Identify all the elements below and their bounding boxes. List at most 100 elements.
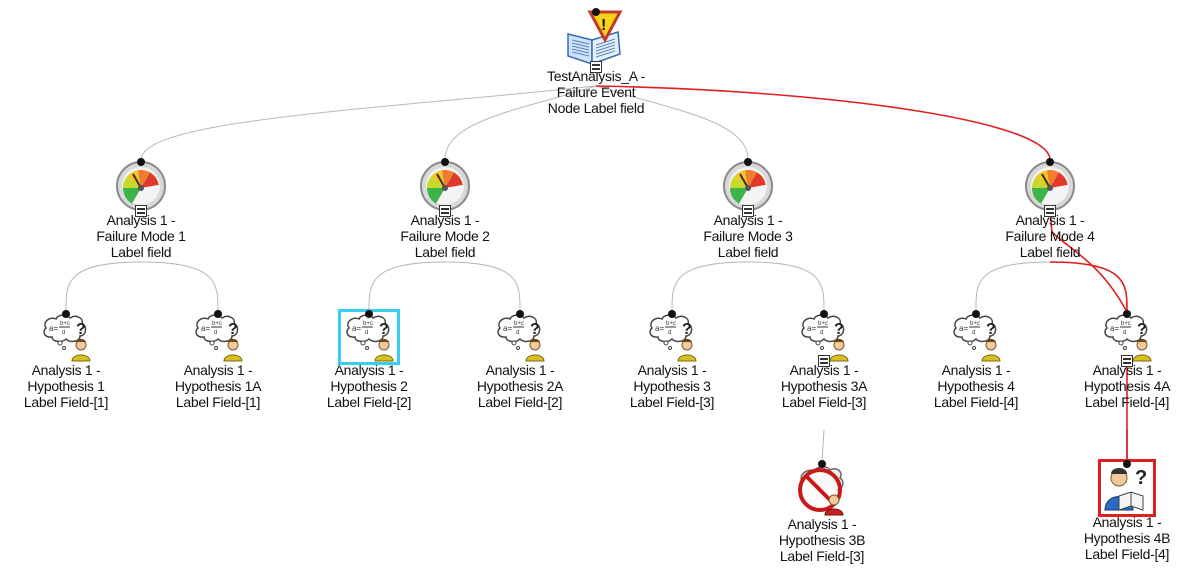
connector-line <box>821 429 825 463</box>
node-label-line: Failure Mode 3 <box>703 228 793 244</box>
connector-dot <box>820 310 828 318</box>
connector-dot <box>744 158 752 166</box>
node-label-line: Hypothesis 4B <box>1083 530 1171 546</box>
connector-line <box>65 261 142 313</box>
hypothesis-reader-icon[interactable]: ? <box>1098 459 1156 517</box>
node-label-line: Analysis 1 - <box>31 362 101 378</box>
connector-line <box>671 261 749 313</box>
node-label-line: Label Field-[1] <box>23 394 109 410</box>
collapse-toggle-icon[interactable] <box>1044 204 1056 217</box>
node-label-line: Analysis 1 - <box>410 212 480 228</box>
connector-dot <box>62 310 70 318</box>
connector-dot <box>137 158 145 166</box>
svg-text:a=: a= <box>352 324 361 333</box>
node-label-line: Hypothesis 4 <box>937 378 1015 394</box>
connector-line <box>595 85 749 161</box>
node-label-line: Node Label field <box>547 100 645 116</box>
node-label-line: Analysis 1 - <box>485 362 555 378</box>
connector-dot <box>972 310 980 318</box>
svg-text:a=: a= <box>503 324 512 333</box>
svg-text:b+c: b+c <box>60 321 70 327</box>
connector-line <box>444 85 597 161</box>
connector-dot <box>1123 310 1131 318</box>
node-label-line: Analysis 1 - <box>1015 212 1085 228</box>
svg-text:!: ! <box>601 17 606 34</box>
svg-text:b+c: b+c <box>666 321 676 327</box>
node-label-line: Label Field-[4] <box>933 394 1019 410</box>
collapse-toggle-icon[interactable] <box>742 204 754 217</box>
node-label-line: Hypothesis 3B <box>778 532 866 548</box>
svg-text:d: d <box>62 330 65 336</box>
hypothesis-rejected-icon[interactable] <box>794 460 850 516</box>
node-label-line: Label Field-[1] <box>175 394 261 410</box>
svg-text:d: d <box>365 330 368 336</box>
node-label-line: Analysis 1 - <box>183 362 253 378</box>
node-label-line: Hypothesis 1 <box>27 378 105 394</box>
warning-book-icon[interactable]: ! <box>564 8 628 73</box>
svg-text:b+c: b+c <box>363 321 373 327</box>
gauge-icon[interactable] <box>115 158 167 217</box>
node-label-line: Label field <box>110 244 172 260</box>
svg-text:d: d <box>668 330 671 336</box>
collapse-toggle-icon[interactable] <box>818 354 830 367</box>
collapse-toggle-icon[interactable] <box>1121 354 1133 367</box>
connector-dot <box>516 310 524 318</box>
svg-text:a=: a= <box>201 324 210 333</box>
collapse-toggle-icon[interactable] <box>135 204 147 217</box>
highlighted-connector-line <box>1049 261 1128 313</box>
gauge-icon[interactable] <box>722 158 774 217</box>
connector-line <box>368 261 446 313</box>
node-label-line: Analysis 1 - <box>1092 514 1162 530</box>
gauge-icon[interactable] <box>1024 158 1076 217</box>
collapse-toggle-icon[interactable] <box>590 60 602 73</box>
node-label-line: Hypothesis 2A <box>476 378 564 394</box>
svg-text:b+c: b+c <box>818 321 828 327</box>
connector-line <box>747 261 825 313</box>
svg-text:b+c: b+c <box>514 321 524 327</box>
svg-text:b+c: b+c <box>1121 321 1131 327</box>
svg-text:b+c: b+c <box>212 321 222 327</box>
svg-text:a=: a= <box>49 324 58 333</box>
node-label-line: Hypothesis 3A <box>780 378 868 394</box>
node-label-line: Hypothesis 2 <box>330 378 408 394</box>
node-label-line: Failure Event <box>556 84 636 100</box>
collapse-toggle-icon[interactable] <box>439 204 451 217</box>
svg-text:a=: a= <box>1110 324 1119 333</box>
gauge-icon[interactable] <box>419 158 471 217</box>
connector-dot <box>441 158 449 166</box>
connector-dot <box>214 310 222 318</box>
